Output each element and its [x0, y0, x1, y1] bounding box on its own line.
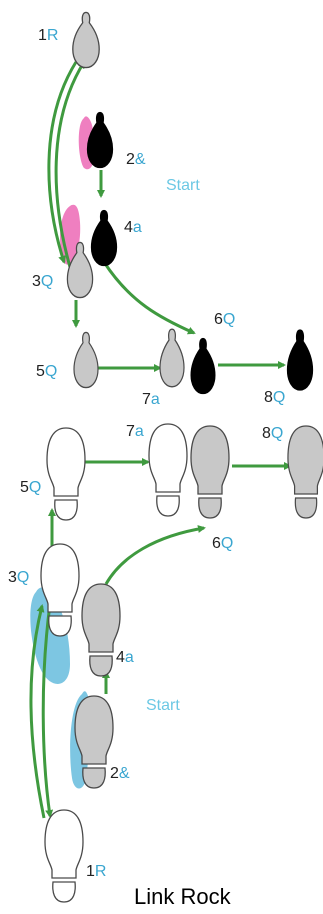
- foot-bottom-5-leader: [46, 427, 86, 521]
- label-bottom-4: 4a: [116, 649, 134, 666]
- foot-top-1-leader: [72, 11, 100, 69]
- label-bottom-7: 7a: [126, 423, 144, 440]
- label-top-5: 5Q: [36, 363, 57, 380]
- arrow-top-4-to-6: [102, 261, 196, 335]
- label-top-3: 3Q: [32, 273, 53, 290]
- label-top-2: 2&: [126, 151, 146, 168]
- label-bottom-5: 5Q: [20, 479, 41, 496]
- arrow-top-3-to-1: [54, 60, 86, 275]
- label-bottom-6: 6Q: [212, 535, 233, 552]
- label-bottom-3: 3Q: [8, 569, 29, 586]
- foot-top-5-leader: [73, 331, 99, 389]
- foot-bottom-1-leader: [44, 809, 84, 903]
- follower-highlight-top: [60, 116, 95, 265]
- label-top-4: 4a: [124, 219, 142, 236]
- start-label-top: Start: [166, 177, 200, 194]
- label-bottom-2: 2&: [110, 765, 130, 782]
- label-bottom-8: 8Q: [262, 425, 283, 442]
- foot-top-7-leader: [159, 328, 185, 388]
- foot-bottom-6-follower: [190, 425, 230, 519]
- foot-top-4-follower: [90, 209, 118, 267]
- foot-top-8-follower: [286, 329, 314, 391]
- arrow-top-1-to-3: [47, 61, 78, 264]
- foot-bottom-4-follower: [81, 583, 121, 677]
- bottom-diagram: 7a 8Q 5Q 6Q 3Q 4a Start 2& 1R Link Rock: [8, 423, 323, 909]
- label-top-1: 1R: [38, 27, 58, 44]
- label-top-8: 8Q: [264, 389, 285, 406]
- arrow-bottom-1-to-3: [29, 604, 46, 819]
- foot-top-6-follower: [190, 337, 216, 395]
- diagram-title: Link Rock: [134, 884, 232, 909]
- foot-bottom-8-follower: [287, 425, 323, 519]
- start-label-bottom: Start: [146, 697, 180, 714]
- label-bottom-1: 1R: [86, 863, 106, 880]
- label-top-7: 7a: [142, 391, 160, 408]
- arrow-bottom-3-to-1: [41, 603, 54, 818]
- foot-bottom-7-leader: [148, 423, 188, 517]
- foot-top-2-follower: [86, 111, 114, 169]
- label-top-6: 6Q: [214, 311, 235, 328]
- top-diagram: 1R 2& Start 4a 3Q 6Q 5Q 7a 8Q: [32, 11, 314, 408]
- arrow-bottom-4-to-6: [104, 525, 206, 585]
